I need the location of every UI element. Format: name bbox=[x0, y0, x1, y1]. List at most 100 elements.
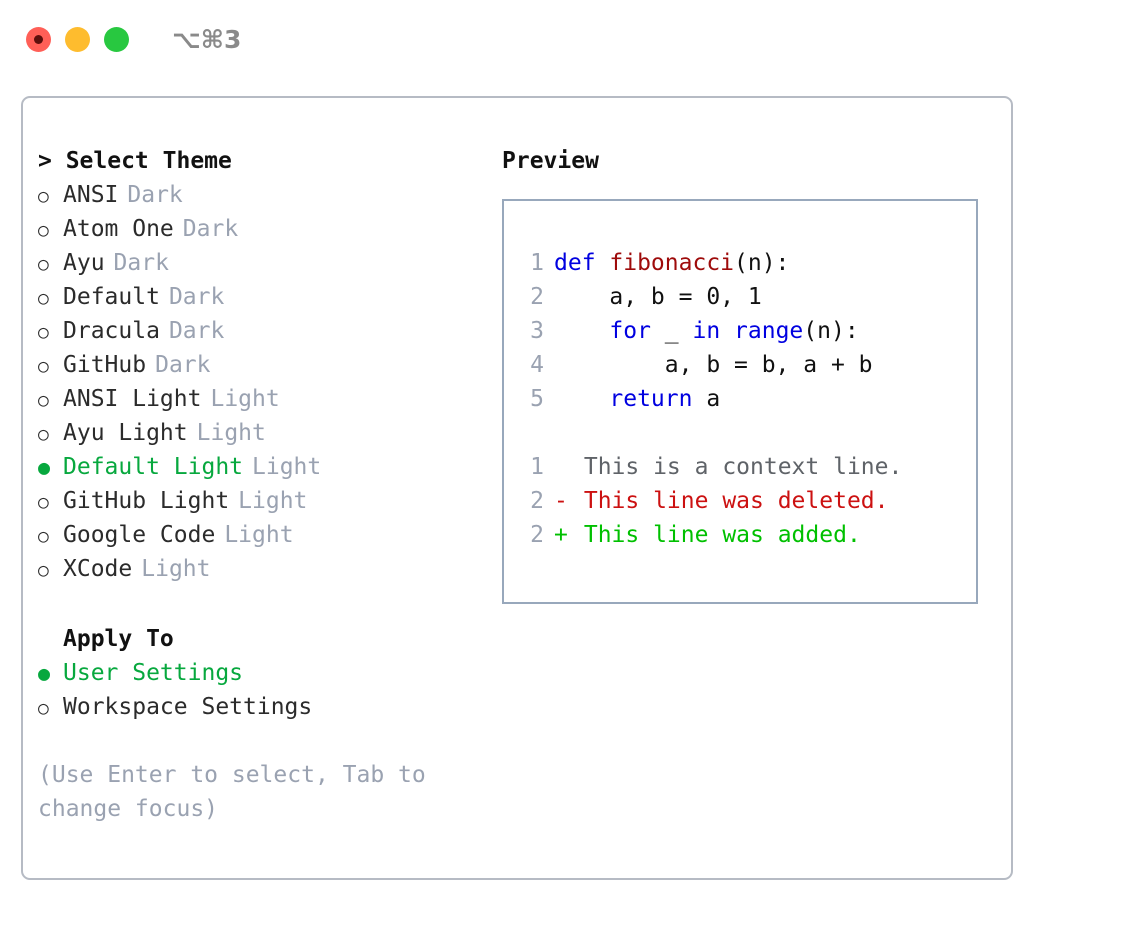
radio-unselected-icon: ○ bbox=[38, 526, 49, 547]
diff-line-text: This line was added. bbox=[570, 522, 861, 548]
line-number: 2 bbox=[530, 522, 544, 548]
preview-spacer bbox=[516, 416, 972, 450]
line-number: 5 bbox=[530, 386, 544, 412]
line-number: 3 bbox=[530, 318, 544, 344]
code-line-text: a, b = 0, 1 bbox=[554, 280, 762, 314]
theme-option-2[interactable]: ○ Ayu Dark bbox=[38, 246, 478, 280]
theme-option-tag: Light bbox=[224, 522, 294, 548]
code-line-text: for _ in range(n): bbox=[554, 314, 859, 348]
theme-option-tag: Dark bbox=[113, 250, 169, 276]
line-number: 1 bbox=[530, 250, 544, 276]
theme-option-label: Google Code bbox=[63, 522, 216, 548]
theme-option-tag: Light bbox=[238, 488, 308, 514]
line-number: 1 bbox=[530, 454, 544, 480]
code-token bbox=[554, 318, 609, 344]
theme-option-tag: Light bbox=[210, 386, 280, 412]
theme-option-label: Ayu Light bbox=[63, 420, 188, 446]
line-number: 2 bbox=[530, 488, 544, 514]
diff-marker: + bbox=[554, 522, 568, 548]
theme-option-label: ANSI Light bbox=[63, 386, 202, 412]
theme-option-label: Default Light bbox=[63, 454, 244, 480]
radio-unselected-icon: ○ bbox=[38, 186, 49, 207]
theme-option-label: GitHub Light bbox=[63, 488, 230, 514]
theme-option-tag: Light bbox=[141, 556, 211, 582]
preview-heading: Preview bbox=[502, 148, 599, 174]
theme-option-label: Ayu bbox=[63, 250, 105, 276]
code-token: _ bbox=[650, 318, 693, 344]
radio-unselected-icon: ○ bbox=[38, 322, 49, 343]
line-number: 2 bbox=[530, 284, 544, 310]
code-token: (n): bbox=[734, 250, 790, 276]
radio-selected-icon: ● bbox=[38, 661, 51, 685]
diff-lines: 1 This is a context line.2- This line wa… bbox=[516, 450, 972, 552]
diff-line-text: This line was deleted. bbox=[570, 488, 889, 514]
line-number: 4 bbox=[530, 352, 544, 378]
apply-to-option-1[interactable]: ○ Workspace Settings bbox=[38, 690, 478, 724]
theme-option-label: Default bbox=[63, 284, 160, 310]
radio-unselected-icon: ○ bbox=[38, 698, 49, 719]
window-controls bbox=[26, 26, 129, 52]
theme-option-tag: Dark bbox=[155, 352, 211, 378]
code-token bbox=[554, 386, 609, 412]
radio-unselected-icon: ○ bbox=[38, 288, 49, 309]
radio-unselected-icon: ○ bbox=[38, 424, 49, 445]
theme-option-tag: Dark bbox=[168, 318, 225, 344]
theme-option-7[interactable]: ○ Ayu Light Light bbox=[38, 416, 478, 450]
apply-to-section: Apply To ● User Settings ○ Workspace Settin… bbox=[38, 622, 478, 724]
theme-option-6[interactable]: ○ ANSI Light Light bbox=[38, 382, 478, 416]
code-token: a, b = b, a + b bbox=[554, 352, 873, 378]
theme-option-4[interactable]: ○ Dracula Dark bbox=[38, 314, 478, 348]
apply-to-option-label: Workspace Settings bbox=[63, 694, 313, 720]
select-theme-heading: > Select Theme bbox=[38, 148, 232, 174]
theme-option-tag: Dark bbox=[127, 182, 183, 208]
code-line-4: 5 return a bbox=[516, 382, 972, 416]
minimize-button[interactable] bbox=[65, 26, 90, 52]
theme-option-label: Dracula bbox=[63, 318, 160, 344]
code-token: in bbox=[692, 318, 721, 344]
diff-line-0: 1 This is a context line. bbox=[516, 450, 972, 484]
titlebar: ⌥⌘3 bbox=[0, 0, 1140, 78]
code-token bbox=[720, 318, 734, 344]
diff-line-text: This is a context line. bbox=[570, 454, 903, 480]
apply-to-option-0[interactable]: ● User Settings bbox=[38, 656, 478, 690]
radio-unselected-icon: ○ bbox=[38, 356, 49, 377]
radio-unselected-icon: ○ bbox=[38, 560, 49, 581]
apply-to-option-label: User Settings bbox=[63, 660, 244, 686]
apply-to-heading: Apply To bbox=[63, 626, 174, 652]
apply-to-list[interactable]: ● User Settings ○ Workspace Settings bbox=[38, 656, 478, 724]
radio-unselected-icon: ○ bbox=[38, 390, 49, 411]
code-line-2: 3 for _ in range(n): bbox=[516, 314, 972, 348]
theme-option-5[interactable]: ○ GitHub Dark bbox=[38, 348, 478, 382]
diff-line-1: 2- This line was deleted. bbox=[516, 484, 972, 518]
code-token: (n): bbox=[803, 318, 859, 344]
code-token: a bbox=[692, 386, 721, 412]
radio-selected-icon: ● bbox=[38, 455, 51, 479]
close-button[interactable] bbox=[26, 26, 51, 52]
theme-option-label: GitHub bbox=[63, 352, 147, 378]
zoom-button[interactable] bbox=[104, 26, 129, 52]
theme-option-10[interactable]: ○ Google Code Light bbox=[38, 518, 478, 552]
radio-unselected-icon: ○ bbox=[38, 254, 49, 275]
theme-option-tag: Light bbox=[196, 420, 266, 446]
radio-unselected-icon: ○ bbox=[38, 220, 49, 241]
diff-line-2: 2 + This line was added. bbox=[516, 518, 972, 552]
code-line-3: 4 a, b = b, a + b bbox=[516, 348, 972, 382]
theme-option-9[interactable]: ○ GitHub Light Light bbox=[38, 484, 478, 518]
code-token: a, b = 0, 1 bbox=[554, 284, 762, 310]
radio-unselected-icon: ○ bbox=[38, 492, 49, 513]
recording-indicator-icon bbox=[34, 34, 43, 44]
theme-option-tag: Dark bbox=[182, 216, 239, 242]
